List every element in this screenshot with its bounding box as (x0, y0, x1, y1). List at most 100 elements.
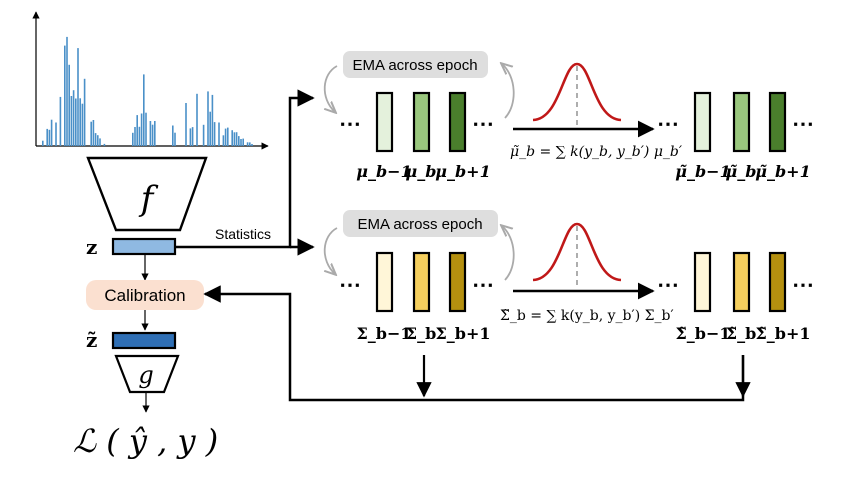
histogram-bar (151, 124, 154, 146)
mu-label-prev: μ_b−1 (356, 162, 411, 181)
sigma-label-current: Σ_b (406, 324, 437, 343)
histogram-bar (66, 36, 68, 146)
histogram-bar (77, 48, 79, 146)
histogram-bar (134, 127, 136, 146)
histogram-bar (231, 130, 233, 146)
sigma-tilde-label-next: Σ̃_b+1 (755, 324, 810, 343)
sigma-tilde-label-prev: Σ̃_b−1 (675, 324, 730, 343)
ema-label-top: EMA across epoch (352, 57, 477, 74)
sigma-tilde-bar-prev (693, 251, 712, 313)
histogram-bar (97, 135, 99, 146)
histogram-bar (50, 119, 53, 146)
mu-tilde-label-current: μ̃_b (726, 162, 757, 181)
histogram-bar (238, 136, 240, 146)
histogram-bar (235, 132, 238, 146)
histogram-bar (227, 127, 229, 146)
z-tilde-label: z̃ (86, 328, 97, 352)
histogram-bar (185, 103, 187, 146)
histogram-bar (81, 103, 84, 146)
mu-tilde-bar-prev (693, 91, 712, 153)
histogram-bar (94, 133, 97, 146)
sigma-tilde-bar-next (768, 251, 787, 313)
histogram-bar (222, 135, 225, 146)
histogram-bar (211, 94, 214, 146)
histogram-bar (79, 98, 81, 146)
ema-box-bottom (343, 210, 498, 237)
sigma-bar-prev (375, 251, 394, 313)
histogram-bar (209, 111, 211, 146)
histogram-bar (207, 91, 209, 146)
loss-label: ℒ ( ŷ , y ) (73, 422, 218, 460)
mu-bar-prev (375, 91, 394, 153)
sigma-row: EMA across epoch ⋯ ⋯ Σ_b−1 Σ_b Σ_b+1 Σ̃_… (323, 210, 814, 343)
mu-formula: μ̃_b = ∑ k(y_b, y_b′) μ_b′ (510, 144, 683, 160)
sigma-label-prev: Σ_b−1 (356, 324, 411, 343)
gaussian-kernel-top (532, 62, 622, 122)
z-tilde-feature-bar (111, 331, 177, 350)
histogram-bar (249, 142, 251, 146)
mu-tilde-label-next: μ̃_b+1 (755, 162, 810, 181)
histogram-bars (42, 36, 253, 146)
ellipsis-sigma-tilde-left: ⋯ (657, 272, 679, 298)
histogram-bar (55, 122, 57, 146)
histogram-bar (48, 129, 51, 146)
histogram-bar (140, 113, 143, 146)
histogram-bar (68, 64, 70, 146)
histogram-bar (240, 139, 242, 146)
z-label: z (86, 235, 97, 259)
histogram-bar (196, 93, 198, 146)
ellipsis-mu-tilde-left: ⋯ (657, 111, 679, 137)
calibration-box (86, 280, 204, 310)
ellipsis-sigma-mid: ⋯ (472, 272, 494, 298)
histogram-bar (59, 96, 62, 146)
histogram-bar (136, 115, 138, 146)
z-feature-bar (111, 237, 177, 256)
ema-arrow-top-left (323, 65, 337, 112)
sigma-formula: Σ̃_b = ∑ k(y_b, y_b′) Σ_b′ (500, 308, 674, 324)
histogram-bar (145, 112, 147, 146)
histogram-bar (90, 121, 92, 146)
mu-row: EMA across epoch ⋯ ⋯ μ_b−1 μ_b μ_b+1 μ̃_… (323, 51, 814, 181)
histogram-bar (138, 126, 141, 146)
histogram-bar (132, 132, 134, 146)
histogram-bar (191, 127, 194, 146)
histogram-bar (103, 143, 106, 146)
label-histogram (32, 11, 269, 150)
mu-tilde-label-prev: μ̃_b−1 (675, 162, 730, 181)
ellipsis-mu-left: ⋯ (339, 111, 361, 137)
mu-tilde-bar-current (732, 91, 751, 153)
statistics-arrow-top (175, 89, 315, 249)
histogram-bar (224, 128, 227, 146)
sigma-tilde-bar-current (732, 251, 751, 313)
histogram-bar (242, 138, 244, 146)
histogram-bar (149, 121, 152, 146)
mu-bar-current (412, 91, 431, 153)
histogram-bar (64, 45, 66, 146)
gaussian-kernel-bottom (532, 222, 622, 282)
histogram-bar (99, 138, 101, 146)
ema-arrow-bottom-left (323, 227, 337, 274)
histogram-bar (70, 96, 73, 146)
histogram-bar (92, 120, 95, 146)
histogram-bar (251, 144, 253, 146)
sigma-label-next: Σ_b+1 (435, 324, 490, 343)
histogram-bar (189, 128, 192, 146)
sigma-bar-next (448, 251, 467, 313)
histogram-bar (83, 78, 86, 146)
encoder-f: f (86, 156, 208, 232)
ema-label-bottom: EMA across epoch (357, 216, 482, 233)
histogram-bar (72, 90, 75, 146)
mu-label-next: μ_b+1 (435, 162, 490, 181)
histogram-bar (75, 98, 77, 146)
calibration-label: Calibration (104, 286, 185, 305)
mu-label-current: μ_b (406, 162, 437, 181)
mu-tilde-bar-next (768, 91, 787, 153)
ellipsis-mu-tilde-right: ⋯ (792, 111, 814, 137)
ellipsis-sigma-left: ⋯ (339, 272, 361, 298)
histogram-bar (213, 122, 216, 146)
ellipsis-sigma-tilde-right: ⋯ (792, 272, 814, 298)
histogram-bar (174, 132, 176, 146)
ema-arrow-bottom-right (502, 226, 515, 281)
